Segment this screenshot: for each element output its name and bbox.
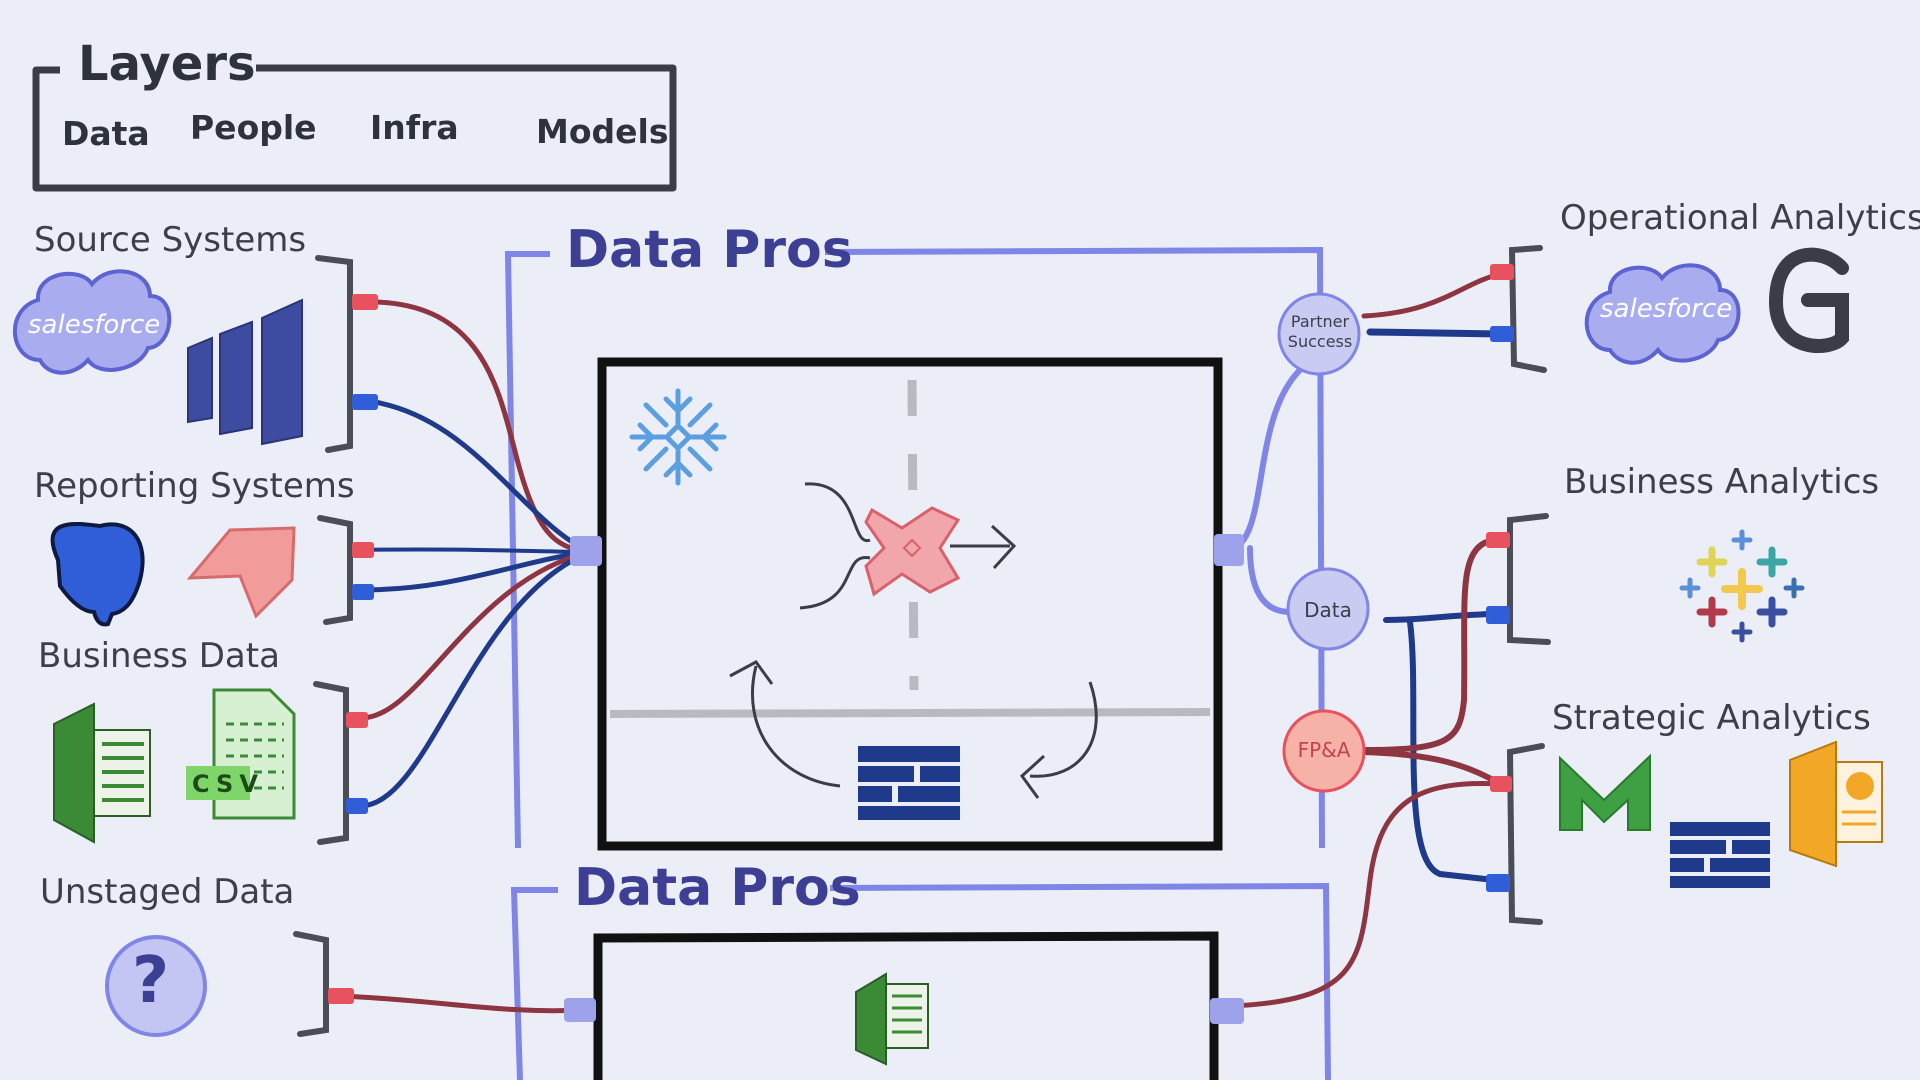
fpa-node[interactable] bbox=[1282, 709, 1366, 793]
bi-tool-icon bbox=[186, 526, 296, 619]
salesforce-logo-source bbox=[12, 269, 172, 375]
connector-caps bbox=[328, 264, 1514, 1024]
salesforce-logo-text-output: salesforce bbox=[1600, 294, 1733, 324]
layers-legend-box bbox=[32, 64, 677, 192]
powerpoint-icon bbox=[1789, 740, 1883, 868]
g-logo-icon bbox=[1768, 247, 1849, 353]
excel-icon-bottom bbox=[855, 972, 929, 1066]
layer-models[interactable]: Models bbox=[536, 112, 669, 151]
partner-success-node[interactable] bbox=[1277, 292, 1361, 376]
source-brackets bbox=[293, 255, 353, 1037]
salesforce-logo-text-source: salesforce bbox=[28, 310, 161, 340]
fpa-label: FP&A bbox=[1297, 738, 1351, 762]
data-pros-title-top: Data Pros bbox=[566, 220, 853, 280]
layer-infra[interactable]: Infra bbox=[370, 108, 459, 147]
csv-file-icon bbox=[186, 688, 296, 820]
unstaged-data-icon bbox=[105, 935, 207, 1037]
semantic-layer-icon-output bbox=[1670, 822, 1770, 888]
excel-icon bbox=[53, 702, 151, 844]
source-systems-label: Source Systems bbox=[34, 220, 307, 260]
output-brackets bbox=[1506, 245, 1551, 925]
unstaged-data-label: Unstaged Data bbox=[40, 872, 295, 912]
business-analytics-label: Business Analytics bbox=[1564, 462, 1880, 502]
data-pros-frame-bottom bbox=[510, 882, 1331, 1080]
snowflake-icon bbox=[629, 388, 727, 486]
layer-data[interactable]: Data bbox=[62, 114, 150, 153]
unstaged-question-mark: ? bbox=[132, 944, 170, 1018]
layer-people[interactable]: People bbox=[190, 108, 317, 147]
data-team-node[interactable] bbox=[1286, 567, 1370, 651]
strategic-analytics-label: Strategic Analytics bbox=[1552, 698, 1871, 738]
business-data-label: Business Data bbox=[38, 636, 280, 676]
tableau-icon bbox=[1679, 529, 1805, 643]
reporting-systems-label: Reporting Systems bbox=[34, 466, 355, 506]
semantic-layer-icon bbox=[858, 746, 960, 820]
layers-legend-title: Layers bbox=[78, 36, 256, 92]
salesforce-logo-output bbox=[1584, 263, 1741, 365]
data-pros-title-bottom: Data Pros bbox=[574, 858, 861, 918]
ingestion-tool-icon bbox=[187, 298, 303, 446]
operational-analytics-label: Operational Analytics bbox=[1560, 198, 1920, 238]
data-team-label: Data bbox=[1304, 598, 1352, 622]
partner-success-label: Partner Success bbox=[1287, 312, 1353, 351]
transform-icon bbox=[799, 482, 1017, 610]
csv-label: CSV bbox=[192, 770, 264, 798]
cycle-arrows bbox=[729, 660, 1098, 799]
mode-icon bbox=[1559, 753, 1651, 831]
connections bbox=[337, 271, 1504, 1014]
postgres-icon bbox=[50, 521, 145, 627]
